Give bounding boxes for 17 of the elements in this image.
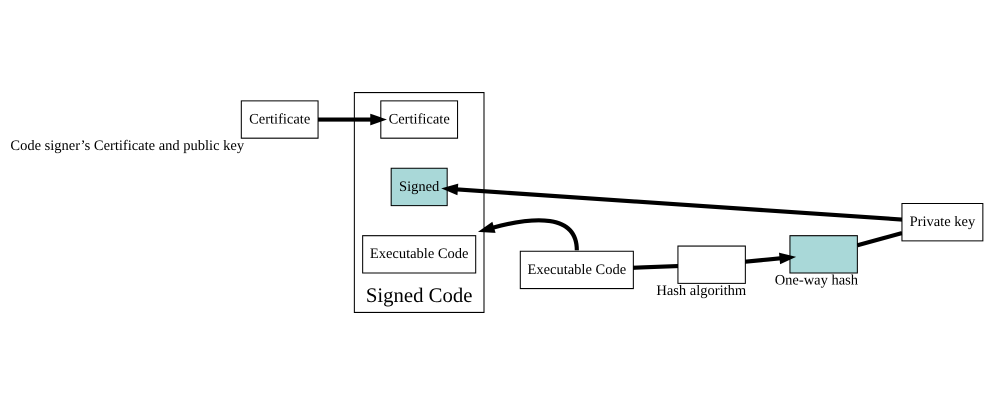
node-box: Executable Code [362,234,476,274]
arrow [318,113,386,125]
node-box: Private key [900,202,983,241]
arrow [744,252,796,264]
node-box [676,245,746,284]
connector [856,230,902,247]
node-box: Executable Code [519,250,634,289]
node-box: Signed [390,167,448,206]
node-label: Hash algorithm [656,282,746,299]
node-box: Certificate [380,100,458,138]
node-box: Certificate [240,100,318,138]
arrow [477,218,578,250]
node-label: One-way hash [774,272,858,288]
node-label: Code signer’s Certificate and public key [10,137,244,154]
connector [632,263,678,270]
node-box [788,234,858,274]
arrow [440,183,902,222]
